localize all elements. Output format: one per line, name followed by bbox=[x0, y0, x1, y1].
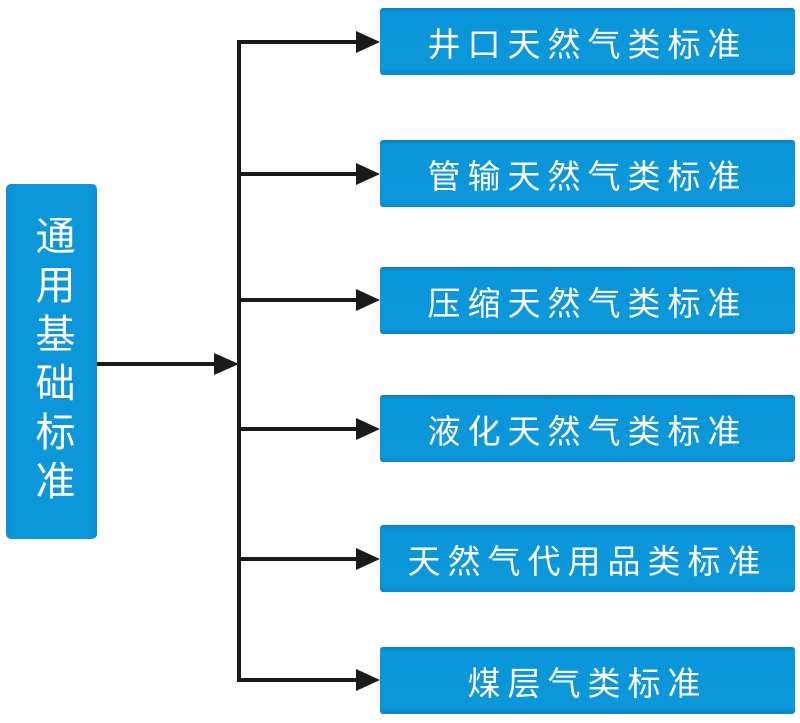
child-node-label: 天然气代用品类标准 bbox=[407, 542, 768, 580]
child-node-compressed-natural-gas: 压缩天然气类标准 bbox=[380, 267, 795, 334]
branch-arrowhead-icon-1 bbox=[356, 31, 380, 53]
root-node-general-basic-standards: 通用基础标准 bbox=[6, 184, 97, 539]
child-node-label: 煤层气类标准 bbox=[467, 664, 708, 702]
child-node-coalbed-methane: 煤层气类标准 bbox=[380, 647, 795, 714]
child-node-label: 压缩天然气类标准 bbox=[427, 284, 748, 322]
child-node-label: 液化天然气类标准 bbox=[427, 412, 748, 450]
root-arrowhead-icon bbox=[214, 353, 239, 375]
child-node-label: 管输天然气类标准 bbox=[427, 157, 748, 195]
child-node-natural-gas-substitutes: 天然气代用品类标准 bbox=[380, 525, 795, 592]
branch-arrowhead-icon-4 bbox=[356, 418, 380, 440]
branch-arrowhead-icon-2 bbox=[356, 163, 380, 185]
child-node-wellhead-natural-gas: 井口天然气类标准 bbox=[380, 8, 795, 75]
root-node-label: 通用基础标准 bbox=[29, 214, 74, 509]
branch-arrowhead-icon-5 bbox=[356, 548, 380, 570]
branch-arrowhead-icon-6 bbox=[356, 669, 380, 691]
branch-arrowhead-icon-3 bbox=[356, 289, 380, 311]
child-node-pipeline-natural-gas: 管输天然气类标准 bbox=[380, 140, 795, 207]
child-node-label: 井口天然气类标准 bbox=[427, 25, 748, 63]
child-node-liquefied-natural-gas: 液化天然气类标准 bbox=[380, 395, 795, 462]
